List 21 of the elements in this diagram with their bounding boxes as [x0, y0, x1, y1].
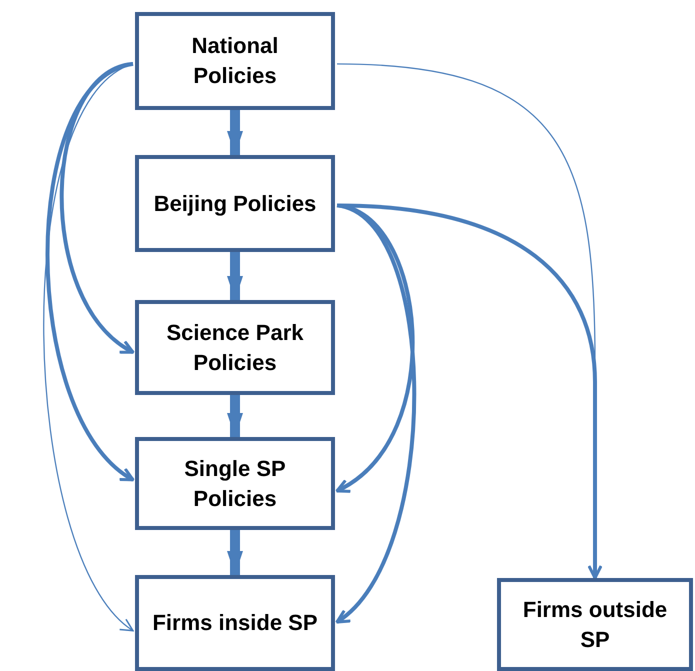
box-label: Beijing Policies: [154, 190, 316, 218]
arrow: [46, 62, 134, 482]
policy-box: [497, 578, 693, 671]
arrow: [336, 204, 414, 493]
arrow: [227, 395, 243, 437]
policy-box: [135, 300, 335, 395]
policy-box: [135, 12, 335, 110]
arrow: [336, 204, 416, 624]
box-label: National Policies: [190, 32, 280, 90]
arrow: [227, 110, 243, 155]
arrow: [60, 62, 134, 354]
arrow: [227, 530, 243, 575]
box-label: Firms inside SP: [152, 609, 318, 637]
box-label: Single SP Policies: [183, 454, 287, 512]
policy-box: [135, 155, 335, 252]
policy-box: [135, 575, 335, 671]
arrow: [227, 252, 243, 300]
box-label: Firms outside SP: [522, 596, 668, 654]
policy-box: [135, 437, 335, 530]
box-label: Science Park Policies: [166, 318, 304, 376]
arrow: [43, 63, 134, 632]
